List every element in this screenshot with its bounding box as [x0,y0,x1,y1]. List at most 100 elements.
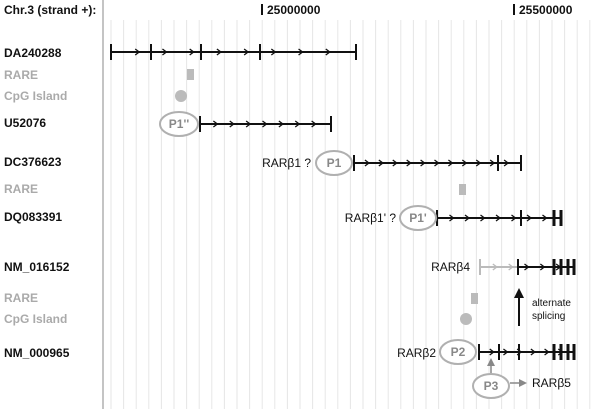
strand-arrow [503,348,509,356]
strand-arrow [420,159,426,167]
strand-arrow [229,120,235,128]
strand-arrow [392,159,398,167]
strand-arrow [495,214,502,222]
strand-arrow [278,120,284,128]
position-tick-25500000 [513,4,515,15]
strand-arrow [539,263,546,271]
promoter-p1prime-label: P1' [409,211,427,225]
strand-arrow [364,159,371,167]
rare-element-3 [471,293,478,304]
track-label-u52076: U52076 [4,116,46,130]
gene-dc376623 [353,155,522,171]
track-label-nm016152: NM_016152 [4,260,70,274]
strand-arrow [449,214,455,222]
cpg-island-2 [460,313,472,325]
position-label-25500000: 25500000 [519,3,573,17]
isoform-rarb2-label: RARβ2 [397,346,436,360]
strand-arrow [298,48,304,56]
strand-arrow [503,159,510,167]
strand-arrow [216,48,222,56]
rare-element-2 [459,184,466,195]
promoter-p1pp-label: P1'' [169,117,190,131]
exon-block [559,344,563,360]
exon-block [552,210,556,226]
strand-arrow [480,214,486,222]
track-label-rare-1: RARE [4,68,38,82]
strand-arrow [294,120,301,128]
promoter-p2-label: P2 [451,345,466,359]
strand-arrow [262,120,268,128]
track-label-cpg-2: CpG Island [4,312,67,326]
cpg-island-1 [175,90,187,102]
strand-arrow [134,48,141,56]
strand-arrow [511,214,517,222]
strand-arrow [542,214,548,222]
promoter-p3-label: P3 [484,379,499,393]
strand-arrow [378,159,384,167]
strand-arrow [162,48,168,56]
promoter-p1 [315,150,353,176]
strand-arrow [489,348,495,356]
strand-arrow [464,214,471,222]
track-label-da240288: DA240288 [4,46,62,60]
strand-arrow [461,159,468,167]
isoform-rarb1prime-label: RARβ1' ? [345,211,397,225]
gene-dq083391 [436,210,563,226]
strand-arrow [270,48,277,56]
chromosome-label: Chr.3 (strand +): [4,3,96,17]
strand-arrow [448,159,454,167]
promoter-p1-label: P1 [327,156,342,170]
alternate-label: alternate [532,298,571,309]
strand-arrow [243,48,250,56]
promoter-p2 [439,339,477,365]
track-label-rare-3: RARE [4,291,38,305]
strand-arrow [524,263,530,271]
exon-block [572,259,576,275]
strand-arrow [544,348,550,356]
strand-arrow [325,48,331,56]
position-label-25000000: 25000000 [267,3,321,17]
strand-arrow [406,159,412,167]
gene-structures [110,44,576,360]
track-label-dc376623: DC376623 [4,155,62,169]
promoter-p1prime [399,205,437,231]
track-label-dq083391: DQ083391 [4,210,62,224]
strand-arrow [475,159,482,167]
strand-arrow [526,214,533,222]
gene-da240288 [110,44,357,60]
gene-u52076 [199,116,332,132]
track-label-rare-2: RARE [4,182,38,196]
promoter-p3 [472,373,510,399]
strand-arrow [492,263,498,271]
strand-arrow [489,159,496,167]
p3-up-arrowhead [487,358,495,366]
splicing-label: splicing [532,311,565,322]
gene-nm000965 [478,344,576,360]
strand-arrow [212,120,219,128]
strand-arrow [245,120,252,128]
strand-arrow [311,120,317,128]
exon-block [559,259,563,275]
promoter-p1pp [159,111,199,137]
exon-block [566,259,570,275]
exon-block [559,210,563,226]
track-label-cpg-1: CpG Island [4,89,67,103]
exon-block [566,344,570,360]
alternate-splicing-arrowhead [514,288,524,298]
exon-block [552,344,556,360]
rare-element-1 [187,69,194,80]
isoform-rarb1-label: RARβ1 ? [262,156,311,170]
track-label-nm000965: NM_000965 [4,346,70,360]
exon-block [552,259,556,275]
strand-arrow [189,48,195,56]
isoform-rarb4-label: RARβ4 [431,260,470,274]
strand-arrow [434,159,440,167]
strand-arrow [530,348,536,356]
strand-arrow [508,263,514,271]
gene-nm016152 [479,259,576,275]
p3-right-arrowhead [519,379,527,387]
position-tick-25000000 [261,4,263,15]
exon-block [572,344,576,360]
